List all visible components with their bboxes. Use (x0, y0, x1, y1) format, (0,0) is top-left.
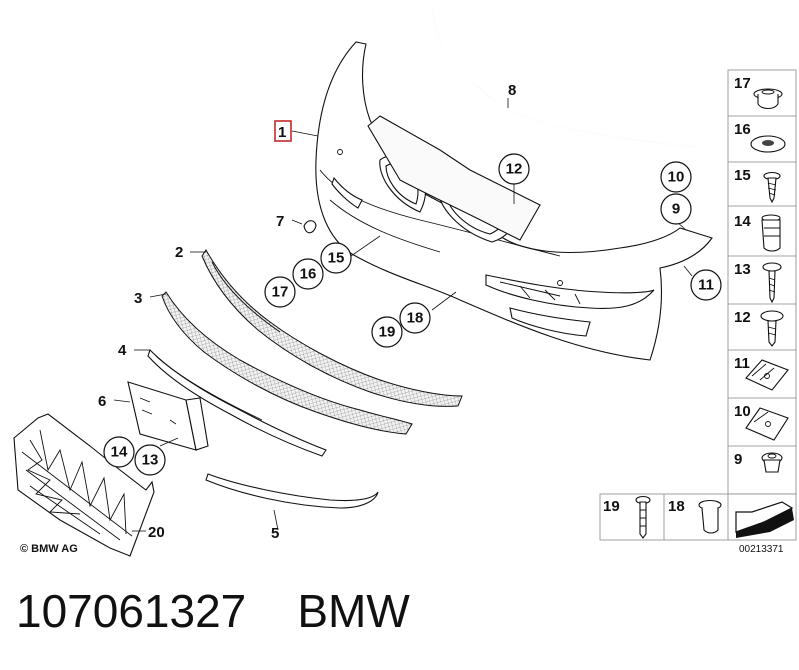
label-part-8: 8 (508, 82, 516, 99)
side-label-9: 9 (734, 451, 742, 468)
seal-strip-part-8 (431, 7, 701, 148)
side-label-17: 17 (734, 75, 751, 92)
bottom-label-18: 18 (668, 498, 685, 515)
trim-part-5 (205, 473, 379, 509)
circled-label-16: 16 (300, 266, 317, 283)
label-part-7: 7 (276, 213, 284, 230)
side-label-10: 10 (734, 403, 751, 420)
side-label-15: 15 (734, 167, 751, 184)
circled-label-14: 14 (111, 444, 128, 461)
direction-arrow-icon (735, 501, 794, 538)
plate-holder-part-6 (127, 381, 209, 451)
label-part-20: 20 (148, 524, 165, 541)
bumper-trim-part-1 (315, 41, 713, 361)
circled-label-19: 19 (379, 324, 396, 341)
highlight-box (274, 120, 292, 142)
side-label-12: 12 (734, 309, 751, 326)
clip-nut-icon (745, 359, 789, 391)
label-part-2: 2 (175, 244, 183, 261)
cap-part-7 (303, 220, 317, 234)
sleeve-icon (698, 499, 722, 534)
screw-icon-2 (760, 310, 784, 347)
circled-label-13: 13 (142, 452, 159, 469)
screw-washer-icon (762, 262, 782, 304)
circled-labels: 12 10 9 11 15 16 17 18 19 14 13 (103, 153, 722, 476)
part-labels: 1 8 7 2 3 4 6 5 20 (98, 82, 516, 542)
circled-label-11: 11 (698, 277, 714, 294)
reference-number: 00213371 (739, 544, 784, 555)
strip-part-4 (147, 348, 327, 457)
expanding-nut-icon (761, 214, 781, 252)
fastener-panel: 17 16 15 14 13 12 11 10 9 19 18 (599, 69, 797, 541)
part-number: 107061327 (16, 585, 247, 637)
bolt-icon (761, 452, 783, 473)
grommet-icon (753, 88, 783, 110)
circled-label-18: 18 (407, 310, 424, 327)
copyright: © BMW AG (20, 543, 78, 555)
side-label-16: 16 (734, 121, 751, 138)
label-part-6: 6 (98, 393, 106, 410)
circled-label-12: 12 (506, 161, 523, 178)
side-label-13: 13 (734, 261, 751, 278)
circled-label-17: 17 (272, 284, 289, 301)
clip-nut-icon-2 (745, 407, 789, 441)
grille-part-3 (161, 291, 413, 435)
leader-lines (113, 98, 693, 532)
label-part-4: 4 (118, 342, 127, 359)
washer-icon (750, 135, 786, 153)
side-label-11: 11 (734, 355, 750, 372)
grille-part-2 (201, 249, 463, 407)
side-label-14: 14 (734, 213, 751, 230)
label-part-1: 1 (278, 124, 286, 141)
bottom-label-19: 19 (603, 498, 620, 515)
label-part-5: 5 (271, 525, 279, 542)
caption: 107061327 BMW (16, 584, 410, 638)
screw-icon (763, 171, 781, 204)
long-screw-icon (635, 495, 651, 539)
circled-label-10: 10 (668, 169, 685, 186)
label-part-3: 3 (134, 290, 142, 307)
brand: BMW (297, 585, 410, 637)
carrier-part-20 (13, 413, 155, 557)
circled-label-15: 15 (328, 250, 345, 267)
circled-label-9: 9 (672, 201, 680, 218)
